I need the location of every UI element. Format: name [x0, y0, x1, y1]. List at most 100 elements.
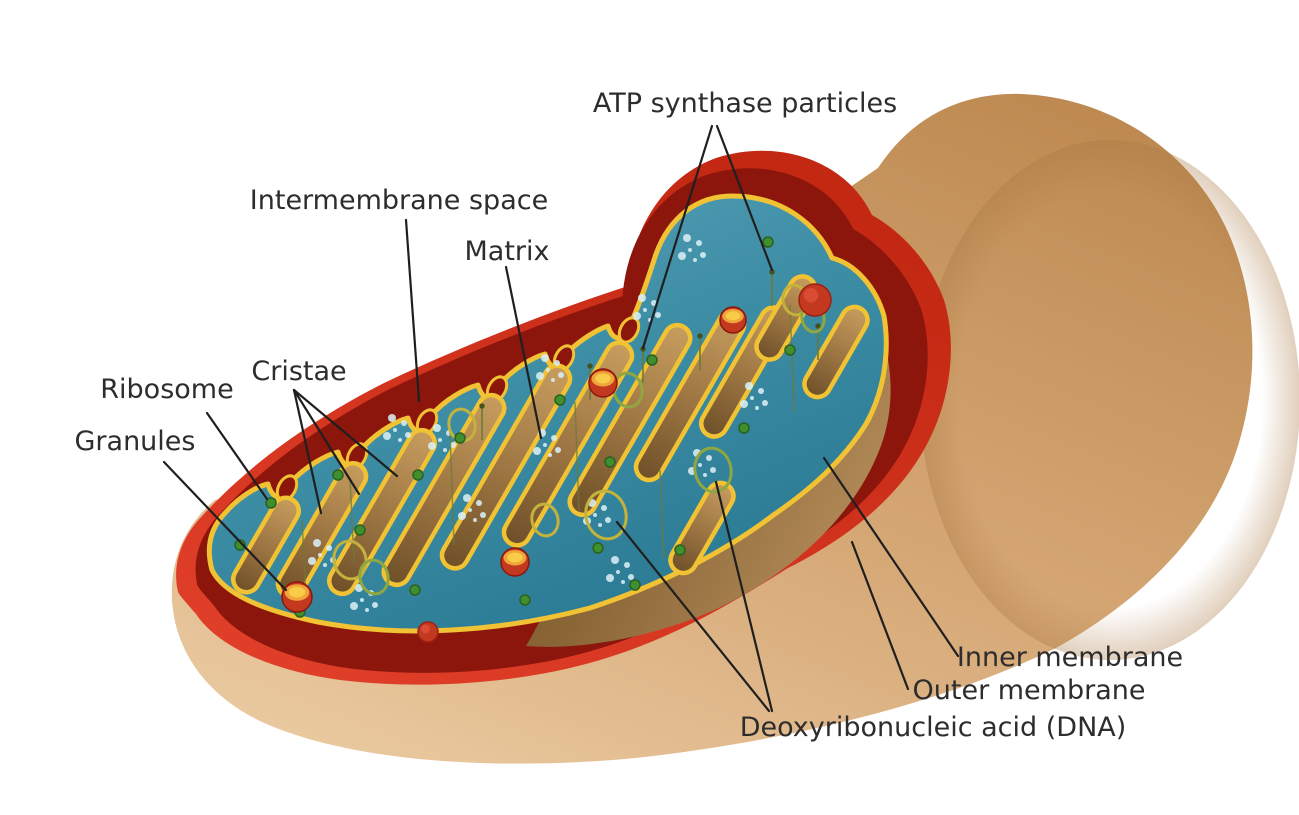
- intermembrane-space-leader: [404, 218, 421, 403]
- matrix-speckle: [463, 494, 471, 502]
- matrix-speckle: [688, 248, 692, 252]
- matrix-speckle: [683, 234, 691, 242]
- dna-loop: [447, 407, 477, 443]
- matrix-speckle: [546, 368, 550, 372]
- matrix-speckle: [468, 508, 472, 512]
- matrix-speckle: [638, 294, 646, 302]
- ribosome-dot: [784, 344, 796, 356]
- ribosome-dot: [519, 594, 531, 606]
- red-globule-highlight: [421, 624, 430, 634]
- matrix-speckle: [706, 455, 712, 461]
- atp-synthase-leader-1: [641, 124, 714, 350]
- dna-loop: [612, 371, 644, 409]
- atp-synthase-particle: [697, 333, 703, 339]
- matrix-speckle: [601, 505, 607, 511]
- matrix-speckle: [554, 360, 560, 366]
- matrix-speckle: [555, 447, 561, 453]
- matrix-speckle: [536, 372, 544, 380]
- cristae-leader-3: [292, 388, 399, 478]
- ribosome-dot: [234, 539, 246, 551]
- matrix-speckle: [533, 447, 541, 455]
- matrix-speckle: [326, 545, 332, 551]
- matrix-speckle: [405, 432, 411, 438]
- cristae-leader-1: [292, 388, 323, 515]
- matrix-speckle: [655, 312, 661, 318]
- matrix-speckle: [598, 523, 602, 527]
- matrix-speckle: [458, 512, 466, 520]
- matrix-speckle: [480, 512, 486, 518]
- dna-leader-1: [615, 520, 771, 713]
- outer-membrane-leader: [850, 540, 910, 691]
- matrix-speckle: [758, 388, 764, 394]
- label-ribosome: Ribosome: [100, 374, 233, 405]
- matrix-speckle: [611, 556, 619, 564]
- granule-cap-highlight: [725, 311, 741, 321]
- matrix-speckle: [621, 580, 625, 584]
- ribosome-dot: [454, 432, 466, 444]
- ribosome-dot: [554, 394, 566, 406]
- matrix-speckle: [703, 473, 707, 477]
- ribosome-dot: [762, 236, 774, 248]
- matrix-speckle: [541, 354, 549, 362]
- matrix-speckle: [710, 467, 716, 473]
- matrix-speckle: [323, 563, 327, 567]
- matrix-speckle: [678, 252, 686, 260]
- label-intermembrane-space: Intermembrane space: [250, 185, 548, 216]
- matrix-speckle: [383, 432, 391, 440]
- matrix-speckle: [476, 500, 482, 506]
- matrix-speckle: [543, 443, 547, 447]
- matrix-speckle: [393, 428, 397, 432]
- atp-synthase-particle: [479, 403, 485, 409]
- atp-synthase-particle: [769, 269, 775, 275]
- matrix-speckle: [558, 372, 564, 378]
- body-end-shading: [920, 140, 1299, 660]
- ribosome-dot: [332, 469, 344, 481]
- matrix-speckle: [616, 570, 620, 574]
- matrix-speckle: [313, 539, 321, 547]
- matrix-speckle: [606, 574, 614, 582]
- matrix-speckle: [740, 400, 748, 408]
- matrix-speckle: [628, 574, 634, 580]
- matrix-speckle: [350, 602, 358, 610]
- red-globule-highlight: [803, 288, 819, 303]
- matrix-filament: [449, 431, 455, 546]
- matrix-speckle: [438, 438, 442, 442]
- matrix-contents: [234, 234, 832, 643]
- matrix-speckle: [605, 517, 611, 523]
- ribosome-dot: [646, 354, 658, 366]
- ribosome-dot: [409, 584, 421, 596]
- label-granules: Granules: [75, 426, 196, 457]
- granule-cap-highlight: [288, 586, 306, 598]
- label-atp-synthase: ATP synthase particles: [593, 88, 897, 119]
- granule: [719, 306, 747, 334]
- matrix-speckle: [643, 308, 647, 312]
- matrix-speckle: [624, 562, 630, 568]
- matrix-speckle: [593, 513, 597, 517]
- dna-leader-2: [714, 480, 774, 713]
- matrix-speckle: [443, 448, 447, 452]
- matrix-speckle: [308, 557, 316, 565]
- matrix-speckle: [762, 400, 768, 406]
- matrix-speckle: [696, 240, 702, 246]
- ribosome-dot: [412, 469, 424, 481]
- crista-fold: [802, 304, 870, 400]
- matrix-speckle: [360, 598, 364, 602]
- leader-lines: [162, 124, 960, 713]
- label-outer-membrane: Outer membrane: [913, 675, 1146, 706]
- granule: [588, 368, 618, 398]
- crista-fold: [439, 363, 573, 571]
- ribosome-dot: [265, 497, 277, 509]
- atp-synthase-particle: [815, 323, 821, 329]
- matrix-speckle: [428, 442, 436, 450]
- granule: [281, 581, 313, 613]
- matrix-speckle: [551, 435, 557, 441]
- matrix-speckle: [473, 518, 477, 522]
- matrix-speckle: [398, 438, 402, 442]
- crista-fold: [231, 495, 301, 595]
- ribosome-dot: [604, 456, 616, 468]
- matrix-speckle: [450, 442, 456, 448]
- crista-fold: [381, 392, 507, 588]
- ribosome-dot: [592, 542, 604, 554]
- matrix-speckle: [700, 252, 706, 258]
